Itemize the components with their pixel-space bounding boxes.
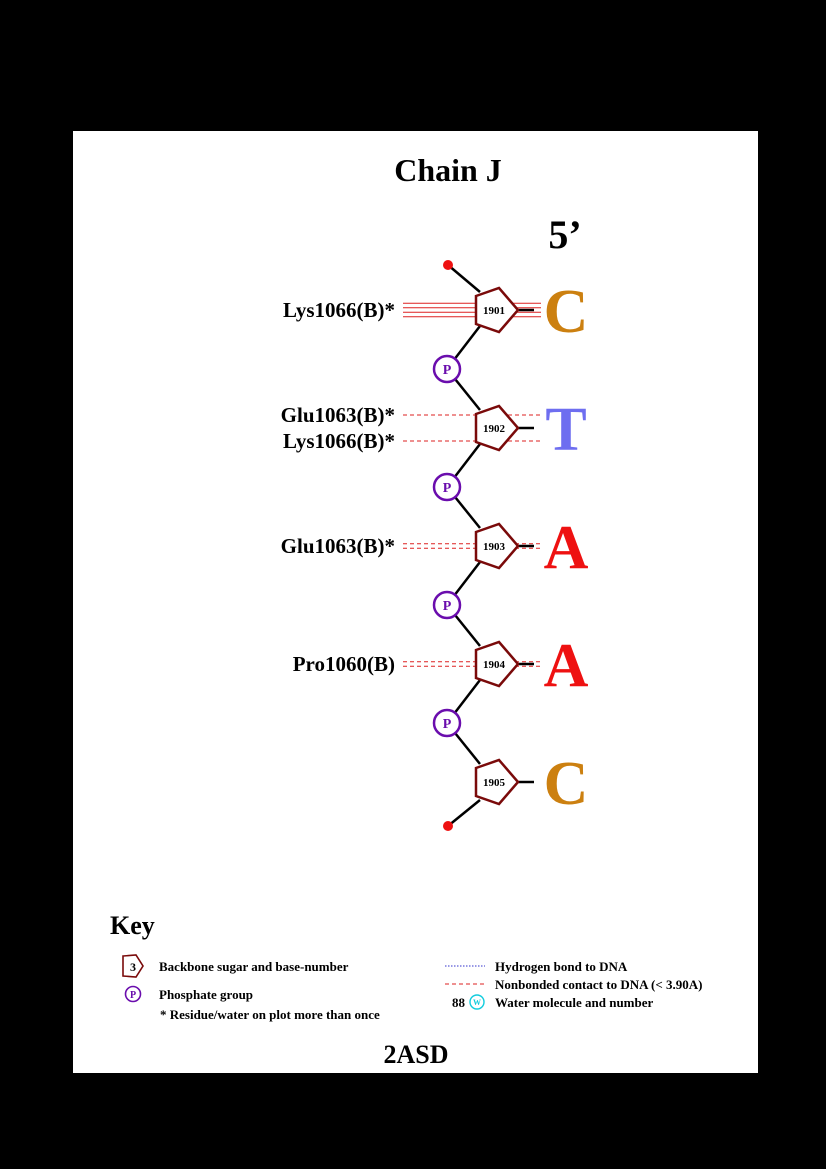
key-phosphate-icon (124, 985, 142, 1003)
key-water-label: Water molecule and number (495, 995, 654, 1010)
base-letter: T (545, 396, 586, 464)
residue-label: Lys1066(B)* (283, 298, 395, 322)
key-sugar-pentagon-icon (122, 954, 144, 978)
key-phosphate-label: Phosphate group (159, 987, 253, 1002)
phosphate-icon (432, 354, 462, 384)
backbone-bond-3prime (447, 799, 481, 827)
terminal-3prime-atom (443, 821, 453, 831)
key-phosphate-item: P Phosphate group (124, 985, 253, 1003)
nucleotide-number: 1901 (483, 305, 505, 317)
key-sugar-number: 3 (130, 960, 136, 974)
nucleotide-number: 1902 (483, 423, 506, 435)
residue-labels: Lys1066(B)*Glu1063(B)*Lys1066(B)*Glu1063… (281, 298, 395, 676)
phosphate-label: P (443, 717, 452, 732)
key-sugar-item: 3 Backbone sugar and base-number (122, 954, 349, 978)
sugar-pentagon-icon (474, 522, 520, 570)
residue-label: Glu1063(B)* (281, 534, 395, 558)
nucleotide-1905: 1905 C (474, 750, 589, 818)
nucleotide-1903: 1903 A (474, 514, 589, 582)
residue-label: Pro1060(B) (293, 652, 395, 676)
key-water-icon (469, 994, 485, 1010)
sugar-pentagon-icon (474, 286, 520, 334)
phosphate-label: P (443, 363, 452, 378)
base-letter: A (544, 514, 589, 582)
chain-title: Chain J (394, 152, 502, 188)
phosphate-icon (432, 708, 462, 738)
nucleotide-number: 1903 (483, 541, 506, 553)
terminal-5prime-atom (443, 260, 453, 270)
phosphate-icon (432, 472, 462, 502)
nucleotide-1902: 1902 T (474, 396, 587, 464)
key-water-letter: W (473, 998, 481, 1007)
key-water-item: 88 W Water molecule and number (452, 994, 654, 1010)
nucleotide-1904: 1904 A (474, 632, 589, 700)
backbone-bonds: P P P P (432, 260, 481, 831)
residue-label: Lys1066(B)* (283, 429, 395, 453)
sugar-pentagon-icon (474, 404, 520, 452)
nucleotide-number: 1904 (483, 659, 506, 671)
key-nonbonded-label: Nonbonded contact to DNA (< 3.90A) (495, 977, 702, 992)
pdb-code: 2ASD (383, 1040, 448, 1069)
phosphate-label: P (443, 599, 452, 614)
sugar-pentagon-icon (474, 758, 520, 806)
phosphate-label: P (443, 481, 452, 496)
residue-label: Glu1063(B)* (281, 403, 395, 427)
base-letter: A (544, 632, 589, 700)
phosphate-icon (432, 590, 462, 620)
key-hbond-item: Hydrogen bond to DNA (445, 959, 628, 974)
key-sugar-label: Backbone sugar and base-number (159, 959, 349, 974)
key-water-number: 88 (452, 995, 466, 1010)
contact-lines (403, 302, 541, 667)
sugar-pentagon-icon (474, 640, 520, 688)
key-asterisk-label: * Residue/water on plot more than once (160, 1007, 380, 1022)
five-prime-label: 5’ (548, 212, 581, 257)
nucleotide-number: 1905 (483, 777, 506, 789)
nucleotide-1901: 1901 C (474, 278, 589, 346)
base-letter: C (544, 750, 589, 818)
backbone-bond-5prime (447, 264, 481, 293)
key-nonbonded-item: Nonbonded contact to DNA (< 3.90A) (445, 977, 702, 992)
key-title: Key (110, 911, 155, 940)
key-hbond-label: Hydrogen bond to DNA (495, 959, 628, 974)
key-phosphate-letter: P (130, 990, 136, 1001)
base-letter: C (544, 278, 589, 346)
